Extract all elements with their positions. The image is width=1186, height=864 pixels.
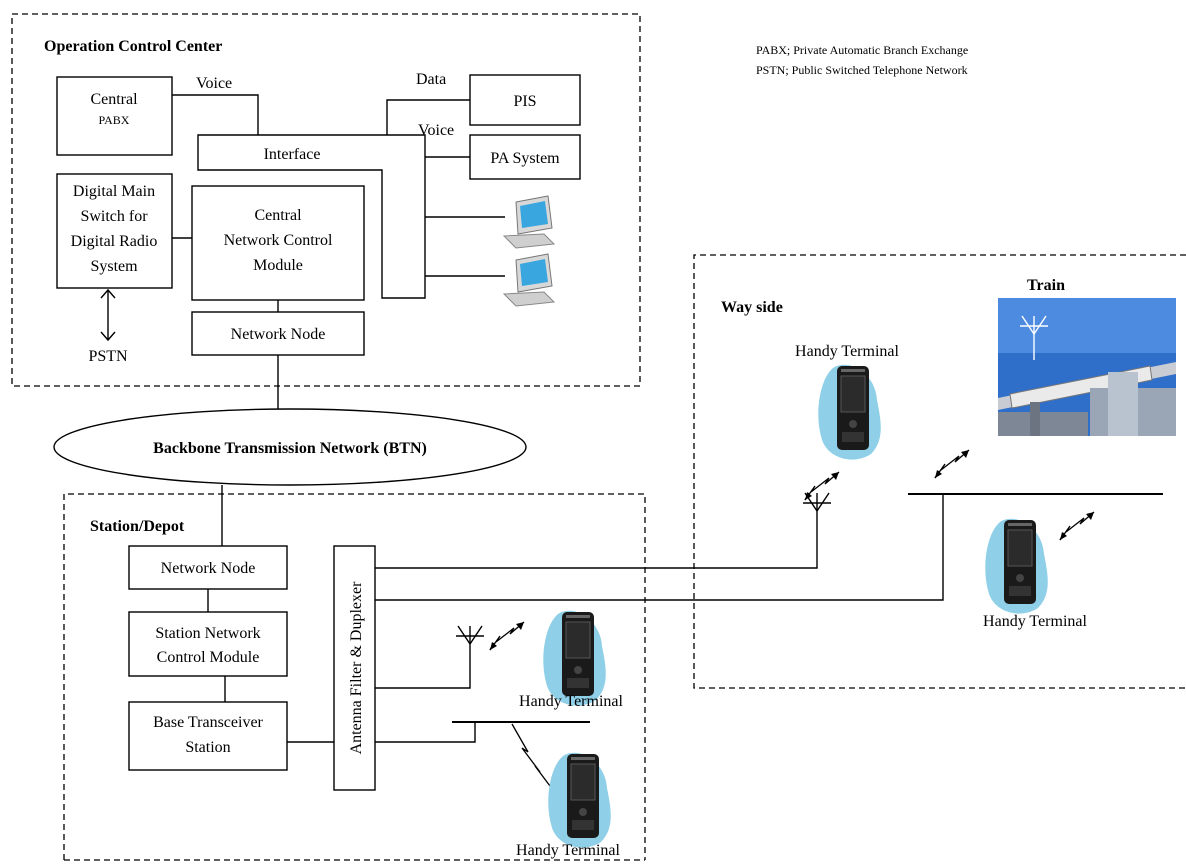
interface-label: Interface <box>264 146 321 163</box>
occ-network-node-label: Network Node <box>231 326 326 343</box>
sncm-line2: Control Module <box>157 649 260 666</box>
train-feeder-link <box>375 494 944 601</box>
radio-link-icon-3 <box>804 471 840 501</box>
central-pabx-line2: PABX <box>99 113 130 127</box>
btn-label: Backbone Transmission Network (BTN) <box>153 440 427 457</box>
digital-switch-line2: Switch for <box>80 208 148 225</box>
workstation-monitor-icon <box>503 195 555 249</box>
data-label: Data <box>416 71 446 88</box>
pis-label: PIS <box>513 93 536 110</box>
station-handy-terminal-1-icon <box>542 610 607 707</box>
radio-link-icon-4 <box>934 449 970 479</box>
filter-leaky-feeder-link <box>375 722 476 743</box>
radio-link-icon <box>489 621 525 651</box>
station-region <box>63 493 646 860</box>
station-network-node-label: Network Node <box>161 560 256 577</box>
wayside-handy-terminal-1-label: Handy Terminal <box>795 343 899 360</box>
digital-switch-line1: Digital Main <box>73 183 155 200</box>
occ-region <box>11 13 641 387</box>
station-handy-terminal-2-icon <box>547 752 612 849</box>
sncm-line1: Station Network <box>155 625 260 642</box>
pstn-arrow-up-icon <box>100 288 116 299</box>
station-antenna-icon <box>455 625 485 661</box>
bts-line1: Base Transceiver <box>153 714 263 731</box>
station-handy-terminal-2-label: Handy Terminal <box>516 842 620 859</box>
train-title: Train <box>1027 277 1065 294</box>
radio-link-icon-2 <box>511 723 551 787</box>
digital-switch-line4: System <box>90 258 138 275</box>
legend-pstn: PSTN; Public Switched Telephone Network <box>756 63 968 77</box>
legend-pabx: PABX; Private Automatic Branch Exchange <box>756 43 968 57</box>
antenna-filter-duplexer-box <box>333 545 376 791</box>
cncm-line2: Network Control <box>224 232 333 249</box>
radio-link-icon-5 <box>1059 511 1095 541</box>
station-handy-terminal-1-label: Handy Terminal <box>519 693 623 710</box>
central-network-control-module-box <box>191 185 365 301</box>
central-pabx-box <box>56 76 173 156</box>
pstn-arrow-down-icon <box>100 331 116 342</box>
station-network-control-module-box <box>128 611 288 677</box>
data-link-pis <box>386 99 470 135</box>
digital-switch-line3: Digital Radio <box>71 233 158 250</box>
btn-ellipse <box>53 408 527 486</box>
wayside-handy-terminal-1-icon <box>817 364 882 461</box>
workstation-monitor-icon-2 <box>503 253 555 307</box>
cncm-line1: Central <box>254 207 302 224</box>
interface-bus <box>197 134 426 299</box>
pa-system-box <box>469 134 581 180</box>
station-network-node-box <box>128 545 288 590</box>
voice-link-pabx <box>172 94 259 135</box>
antenna-filter-label: Antenna Filter & Duplexer <box>348 581 365 755</box>
voice-label-2: Voice <box>418 122 454 139</box>
pstn-label: PSTN <box>88 348 128 365</box>
wayside-handy-terminal-2-label: Handy Terminal <box>983 613 1087 630</box>
pis-box <box>469 74 581 126</box>
wayside-antenna-feed <box>375 527 818 569</box>
train-photo <box>998 298 1176 436</box>
cncm-line3: Module <box>253 257 303 274</box>
wayside-region <box>693 254 1186 689</box>
wayside-handy-terminal-2-icon <box>984 518 1049 615</box>
occ-title: Operation Control Center <box>44 38 222 55</box>
filter-antenna-link <box>375 660 471 689</box>
central-pabx-line1: Central <box>90 91 138 108</box>
voice-label-1: Voice <box>196 75 232 92</box>
bts-line2: Station <box>185 739 230 756</box>
wayside-title: Way side <box>721 299 783 316</box>
digital-main-switch-box <box>56 173 173 289</box>
pa-system-label: PA System <box>490 150 560 167</box>
occ-network-node-box <box>191 311 365 356</box>
station-title: Station/Depot <box>90 518 185 535</box>
train-antenna-icon <box>1020 315 1048 360</box>
base-transceiver-station-box <box>128 701 288 771</box>
